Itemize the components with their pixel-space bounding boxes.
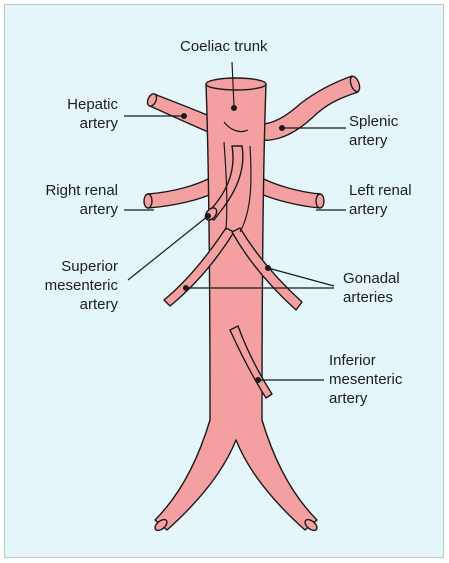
aorta-top [206, 78, 266, 90]
inferior-label-line-2: mesenteric [329, 370, 402, 389]
inferior-mesenteric-artery-label: Inferior mesenteric artery [329, 351, 402, 408]
superior-label-line-2: mesenteric [45, 276, 118, 295]
splenic-label-line-1: Splenic [349, 112, 398, 131]
hepatic-artery-label: Hepatic artery [67, 95, 118, 133]
right-renal-artery [148, 176, 216, 208]
left-renal-artery-end [316, 194, 324, 208]
left-renal-label-line-1: Left renal [349, 181, 412, 200]
left-renal-artery-label: Left renal artery [349, 181, 412, 219]
right-renal-label-line-2: artery [45, 200, 118, 219]
coeliac-trunk-label: Coeliac trunk [180, 37, 268, 56]
left-renal-artery [256, 176, 320, 208]
superior-mesenteric-artery-label: Superior mesenteric artery [45, 257, 118, 314]
superior-label-line-3: artery [45, 295, 118, 314]
inferior-label-line-3: artery [329, 389, 402, 408]
hepatic-label-line-1: Hepatic [67, 95, 118, 114]
right-renal-artery-end [144, 194, 152, 208]
left-renal-label-line-2: artery [349, 200, 412, 219]
splenic-artery-label: Splenic artery [349, 112, 398, 150]
inferior-label-line-1: Inferior [329, 351, 402, 370]
right-renal-label-line-1: Right renal [45, 181, 118, 200]
right-renal-artery-label: Right renal artery [45, 181, 118, 219]
hepatic-label-line-2: artery [67, 114, 118, 133]
gonadal-label-line-1: Gonadal [343, 269, 400, 288]
gonadal-label-line-2: arteries [343, 288, 400, 307]
gonadal-arteries-label: Gonadal arteries [343, 269, 400, 307]
splenic-label-line-2: artery [349, 131, 398, 150]
superior-label-line-1: Superior [45, 257, 118, 276]
